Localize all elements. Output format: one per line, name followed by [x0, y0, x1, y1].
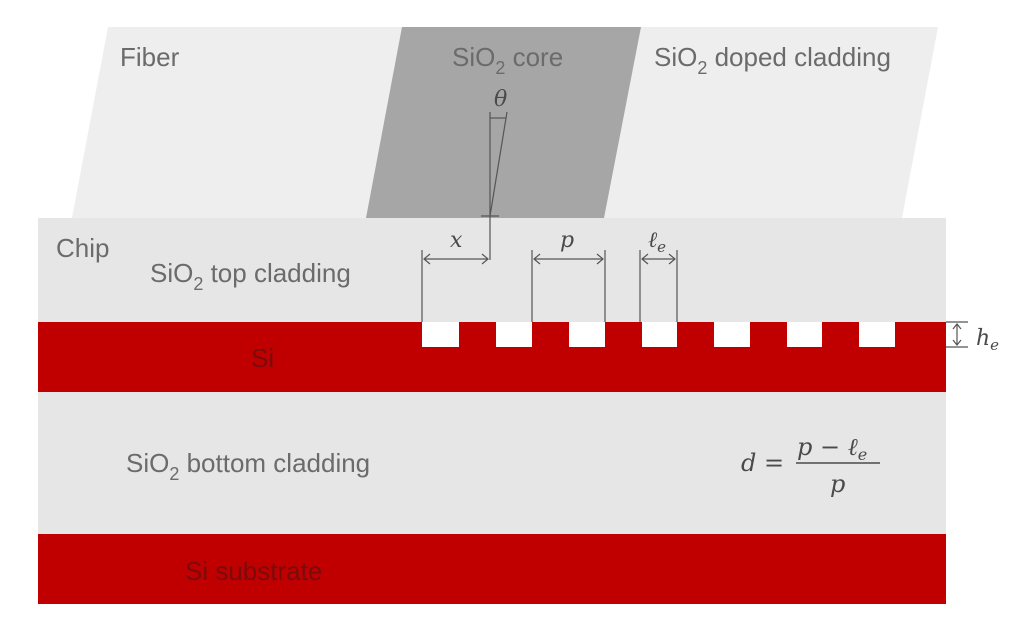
bottom-cladding-layer — [38, 392, 946, 534]
chip-label: Chip — [56, 233, 109, 263]
p-arrow-left — [533, 253, 541, 265]
grating-tooth — [677, 322, 714, 347]
top-cladding-layer — [38, 218, 946, 322]
le-arrow-right — [668, 253, 676, 265]
si-label: Si — [251, 343, 274, 373]
grating-tooth — [895, 322, 946, 347]
si-layer-left — [38, 322, 422, 347]
fiber-axis-line — [489, 111, 508, 217]
he-symbol: he — [976, 326, 999, 354]
p-symbol: p — [560, 228, 574, 253]
grating-teeth — [459, 322, 946, 347]
doped-cladding-label: SiO2 doped cladding — [654, 42, 891, 78]
x-arrow-right — [481, 253, 489, 265]
grating-tooth — [459, 322, 496, 347]
fiber-core — [366, 27, 641, 218]
le-arrow-left — [641, 253, 649, 265]
formula-denominator: p — [830, 470, 845, 498]
le-symbol: ℓe — [648, 228, 666, 256]
si-substrate-layer — [38, 534, 946, 604]
he-arrow-top — [952, 323, 962, 330]
grating-tooth — [750, 322, 787, 347]
x-arrow-left — [423, 253, 431, 265]
grating-tooth — [822, 322, 859, 347]
grating-tooth — [532, 322, 569, 347]
duty-cycle-formula: d = p − ℓe p — [741, 433, 880, 498]
theta-symbol: θ — [494, 87, 507, 112]
si-layer-base — [38, 347, 946, 392]
formula-lhs: d = — [741, 449, 784, 477]
he-arrow-bottom — [952, 339, 962, 346]
bottom-cladding-label: SiO2 bottom cladding — [126, 448, 370, 484]
x-symbol: x — [450, 228, 463, 253]
grating-tooth — [605, 322, 642, 347]
top-cladding-label: SiO2 top cladding — [150, 258, 351, 294]
p-arrow-right — [596, 253, 604, 265]
fiber-label: Fiber — [120, 42, 180, 72]
si-substrate-label: Si substrate — [185, 556, 322, 586]
core-label: SiO2 core — [452, 42, 563, 78]
formula-numerator: p − ℓe — [797, 433, 867, 464]
